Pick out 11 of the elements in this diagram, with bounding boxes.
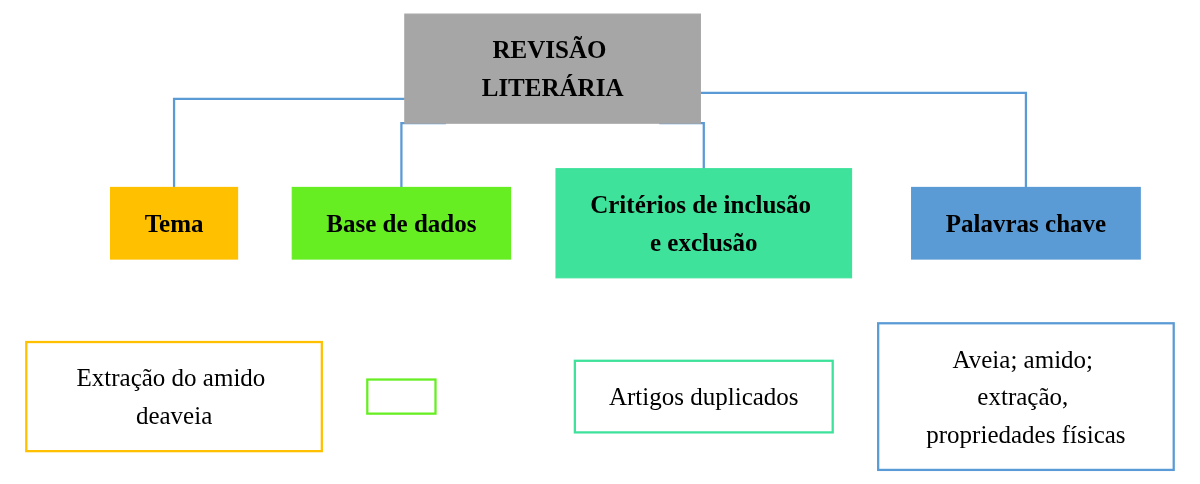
connector (172, 97, 405, 188)
connector (700, 91, 1028, 188)
node-box (366, 378, 437, 415)
node-box: Extração do amido deaveia (25, 340, 323, 453)
node-box: Tema (110, 186, 239, 260)
node-box: Artigos duplicados (573, 359, 834, 434)
node-box: Critérios de inclusão e exclusão (555, 168, 853, 279)
node-box: REVISÃO LITERÁRIA (404, 13, 701, 124)
node-box: Base de dados (291, 186, 512, 260)
node-box: Aveia; amido; extração, propriedades físicas (877, 322, 1175, 472)
node-box: Palavras chave (911, 186, 1141, 260)
